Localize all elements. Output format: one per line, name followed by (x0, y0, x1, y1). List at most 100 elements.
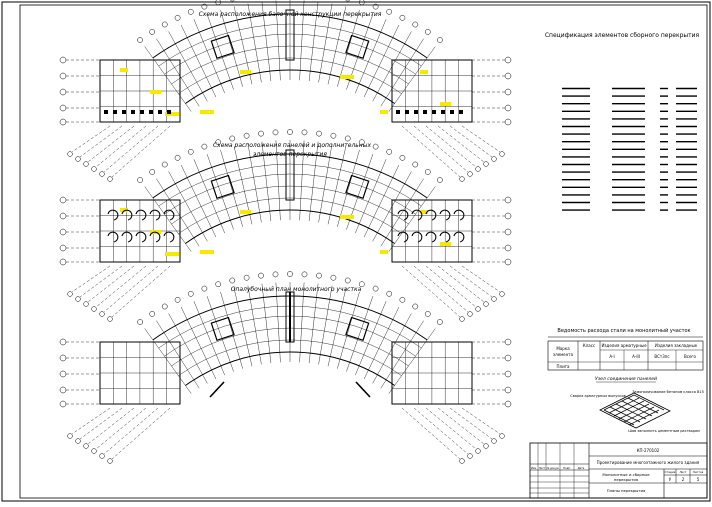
axis-bubble (504, 258, 512, 266)
left-core (210, 34, 235, 60)
axis-bubble (386, 148, 393, 155)
radial-axis (275, 140, 281, 221)
panel-symbol (397, 209, 409, 221)
radial-axis (327, 6, 347, 85)
highlight-mark (440, 242, 451, 246)
axis-bubble (287, 129, 293, 135)
axis-bubble (99, 453, 105, 459)
radial-axis (363, 164, 400, 238)
axis-bubble (91, 448, 97, 454)
axis-bubble (91, 166, 97, 172)
axis-bubble (243, 274, 250, 281)
axis-bubble (459, 316, 465, 322)
radial-axis (388, 186, 436, 252)
radial-axis (156, 38, 200, 107)
tb-main: Проектирование многоэтажного жилого здан… (597, 460, 700, 465)
radial-axis (380, 38, 424, 107)
dimension-ray (449, 407, 493, 440)
axis-bubble (504, 212, 512, 220)
mt-group2: Изделия закладные (655, 343, 698, 348)
dimension-ray (425, 407, 477, 450)
specification-table (562, 87, 697, 211)
node-rib (623, 406, 655, 423)
axis-bubble (59, 338, 67, 346)
axis-bubble (229, 277, 236, 284)
panel-symbol (453, 231, 465, 243)
axis-bubble (412, 21, 419, 28)
axis-bubble (475, 166, 481, 172)
column-mark (140, 110, 144, 114)
panel-symbol (453, 209, 465, 221)
radial-axis (388, 46, 436, 112)
radial-axis (247, 285, 262, 365)
radial-axis (363, 306, 400, 380)
highlight-mark (240, 70, 251, 74)
dimension-ray (79, 407, 123, 440)
panel-symbol (411, 231, 423, 243)
column-mark (122, 110, 126, 114)
tb-sheet-label: Лист (679, 470, 686, 474)
radial-axis (388, 328, 436, 394)
axis-bubble (504, 56, 512, 64)
panel-symbol (135, 231, 147, 243)
axis-bubble (504, 386, 512, 394)
dimension-ray (87, 407, 135, 445)
dimension-ray (111, 407, 171, 460)
central-shaft (285, 149, 295, 201)
dimension-ray (461, 407, 501, 435)
axis-bubble (137, 319, 143, 325)
radial-axis (355, 301, 387, 376)
tb-sheet: 2 (682, 477, 685, 482)
dimension-ray (103, 265, 159, 313)
mt-cell-4: Всего (684, 354, 697, 359)
tb-drawing-title-1: Монолитные и сборные (602, 472, 650, 477)
axis-bubble (504, 228, 512, 236)
radial-axis (193, 159, 225, 234)
radial-axis (168, 171, 208, 242)
radial-axis (220, 9, 243, 87)
panel-symbol (397, 231, 409, 243)
radial-axis (193, 301, 225, 376)
radial-axis (180, 164, 217, 238)
dimension-ray (95, 407, 147, 450)
axis-bubble (499, 151, 505, 157)
axis-bubble (258, 130, 264, 137)
node-rib (618, 403, 650, 420)
axis-bubble (424, 169, 431, 175)
node-rib (628, 409, 660, 426)
dimension-ray (87, 125, 135, 163)
node-detail: Узел соединения панелей Сварка арматурны… (570, 376, 704, 433)
radial-axis (144, 46, 192, 112)
materials-table: Ведомость расхода стали на монолитный уч… (547, 327, 704, 371)
axis-bubble (437, 37, 443, 43)
panel-symbol (135, 209, 147, 221)
axis-bubble (483, 443, 489, 449)
node-rib (603, 394, 635, 411)
axis-bubble (491, 438, 497, 444)
right-core (345, 316, 370, 342)
axis-bubble (459, 176, 465, 182)
dimension-ray (425, 265, 477, 308)
axis-bubble (59, 354, 67, 362)
panel-symbol (163, 231, 175, 243)
axis-bubble (330, 132, 337, 139)
axis-bubble (149, 29, 156, 35)
highlight-mark (340, 75, 354, 79)
node-grid-isometric (599, 392, 671, 429)
radial-axis (247, 143, 262, 223)
mt-cell-1: А-I (609, 354, 614, 359)
node-note-2: Замоноличивание бетоном класса В15 (632, 390, 704, 394)
axis-bubble (467, 453, 473, 459)
axis-bubble (215, 0, 222, 6)
axis-bubble (504, 400, 512, 408)
node-rib (633, 394, 665, 411)
radial-axis (308, 1, 319, 82)
axis-bubble (215, 281, 222, 288)
tb-stage: У (669, 477, 672, 482)
radial-axis (180, 306, 217, 380)
radial-axis (261, 1, 272, 82)
axis-bubble (475, 448, 481, 454)
radial-axis (156, 178, 200, 247)
column-mark (441, 110, 445, 114)
